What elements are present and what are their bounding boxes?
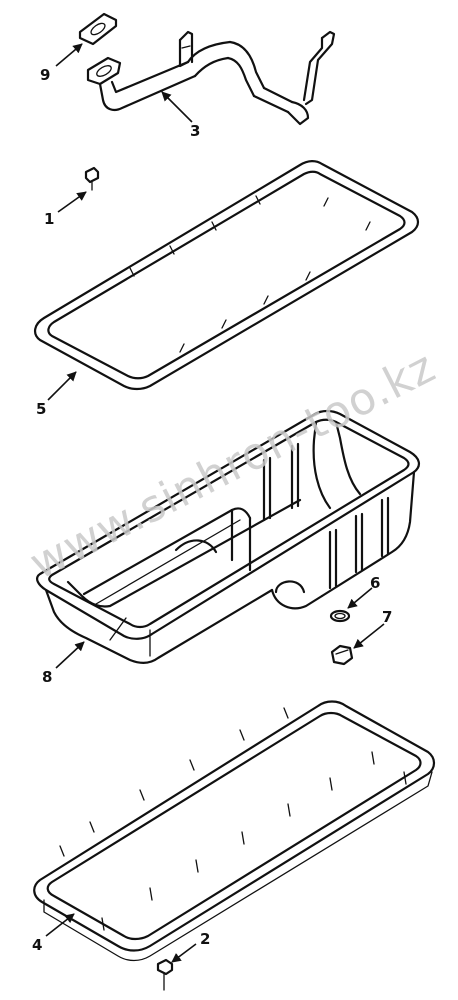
part-1-bolt: [84, 166, 100, 191]
leader-arrows: [45, 43, 385, 963]
callout-7: 7: [382, 608, 392, 626]
callout-6: 6: [370, 574, 380, 592]
part-8-oil-pan: [36, 409, 420, 664]
part-7-drain-plug: [330, 644, 354, 666]
callout-5: 5: [36, 400, 46, 418]
part-6-washer: [329, 609, 351, 623]
callout-4: 4: [32, 936, 42, 954]
callout-3: 3: [190, 122, 200, 140]
callout-8: 8: [42, 668, 52, 686]
part-9-suction-gasket: [78, 12, 118, 46]
part-5-upper-gasket: [34, 160, 420, 391]
callout-2: 2: [200, 930, 210, 948]
part-4-lower-gasket: [33, 700, 436, 962]
part-2-bolt: [156, 958, 174, 991]
callout-1: 1: [44, 210, 54, 228]
part-3-oil-suction-tube: [86, 30, 336, 126]
callout-9: 9: [40, 66, 50, 84]
